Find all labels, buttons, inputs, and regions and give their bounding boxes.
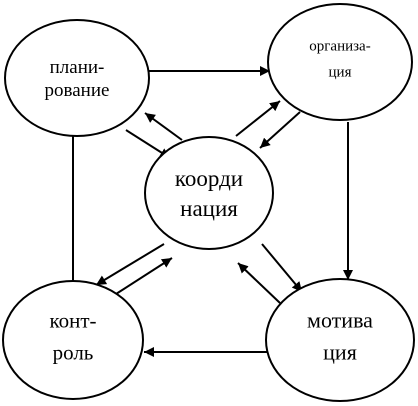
node-organization-label-line: ция — [329, 64, 352, 80]
node-planning-label-line: рование — [45, 80, 110, 101]
node-planning-ellipse — [4, 19, 150, 137]
node-organization-ellipse — [267, 3, 413, 121]
node-planning-label-line: плани- — [50, 57, 105, 78]
arrow-coordination-to-motivation — [261, 243, 303, 293]
arrow-coordination-to-control — [95, 243, 165, 286]
node-motivation-ellipse — [265, 278, 415, 402]
node-motivation: мотива ция — [265, 278, 415, 402]
node-layer: плани-рование организа-ция коорди нация конт… — [2, 3, 415, 402]
node-coordination-ellipse — [144, 136, 274, 250]
node-coordination-label-line: нация — [180, 196, 238, 221]
arrow-organization-to-coordination — [259, 111, 301, 149]
arrow-coordination-to-planning — [144, 112, 183, 141]
node-control: конт-роль — [2, 280, 144, 400]
arrow-control-to-coordination — [115, 257, 173, 295]
node-motivation-label-line: мотива — [307, 308, 373, 333]
node-control-ellipse — [2, 280, 144, 400]
node-control-label-line: конт- — [49, 308, 96, 332]
node-planning: плани-рование — [4, 19, 150, 137]
node-coordination-label-line: коорди — [175, 166, 243, 191]
node-motivation-label-line: ция — [323, 340, 357, 365]
arrow-coordination-to-organization — [235, 100, 281, 137]
edge-layer — [68, 66, 353, 357]
node-control-label-line: роль — [53, 340, 94, 364]
node-coordination: коорди нация — [144, 136, 274, 250]
node-organization-label-line: организа- — [309, 38, 370, 54]
arrow-motivation-to-coordination — [237, 262, 281, 304]
node-organization: организа-ция — [267, 3, 413, 121]
